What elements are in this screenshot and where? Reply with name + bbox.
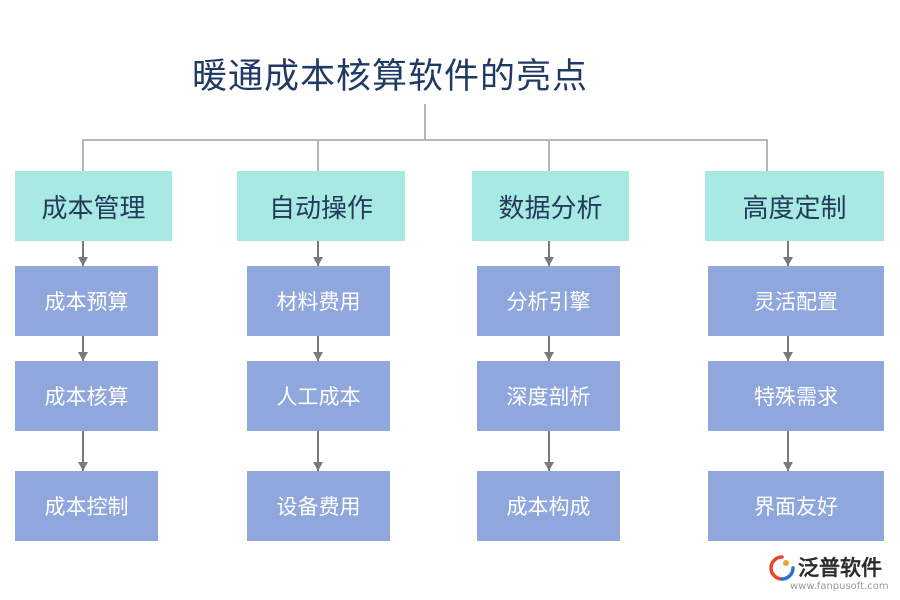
arrow-down-icon (77, 241, 89, 266)
brand-url: www.fanpusoft.com (790, 581, 889, 592)
item-box-cost-control: 成本控制 (15, 471, 158, 541)
arrow-down-icon (312, 241, 324, 266)
item-box-cost-structure: 成本构成 (477, 471, 620, 541)
item-box-cost-budget: 成本预算 (15, 266, 158, 336)
brand-name: 泛普软件 (798, 556, 882, 580)
brand-logo: 泛普软件 www.fanpusoft.com (768, 552, 896, 596)
category-box-auto-operation: 自动操作 (237, 171, 405, 241)
category-box-data-analysis: 数据分析 (472, 171, 629, 241)
arrow-down-icon (782, 431, 794, 471)
item-box-equipment-cost: 设备费用 (247, 471, 390, 541)
arrow-down-icon (782, 336, 794, 361)
title-connector-vertical (424, 104, 426, 140)
branch-connector-4 (766, 139, 768, 171)
arrow-down-icon (543, 431, 555, 471)
diagram-title: 暖通成本核算软件的亮点 (192, 57, 589, 97)
category-box-cost-management: 成本管理 (15, 171, 172, 241)
item-box-special-needs: 特殊需求 (708, 361, 884, 431)
item-box-friendly-ui: 界面友好 (708, 471, 884, 541)
category-box-high-customization: 高度定制 (705, 171, 884, 241)
arrow-down-icon (77, 336, 89, 361)
branch-connector-3 (548, 139, 550, 171)
item-box-flexible-config: 灵活配置 (708, 266, 884, 336)
branch-connector-1 (82, 139, 84, 171)
arrow-down-icon (543, 241, 555, 266)
fanpu-logo-icon (769, 555, 795, 581)
arrow-down-icon (543, 336, 555, 361)
arrow-down-icon (312, 336, 324, 361)
item-box-deep-analysis: 深度剖析 (477, 361, 620, 431)
item-box-material-cost: 材料费用 (247, 266, 390, 336)
arrow-down-icon (782, 241, 794, 266)
item-box-analysis-engine: 分析引擎 (477, 266, 620, 336)
item-box-cost-accounting: 成本核算 (15, 361, 158, 431)
arrow-down-icon (312, 431, 324, 471)
arrow-down-icon (77, 431, 89, 471)
branch-connector-2 (317, 139, 319, 171)
item-box-labor-cost: 人工成本 (247, 361, 390, 431)
branch-connector-horizontal (82, 139, 768, 141)
